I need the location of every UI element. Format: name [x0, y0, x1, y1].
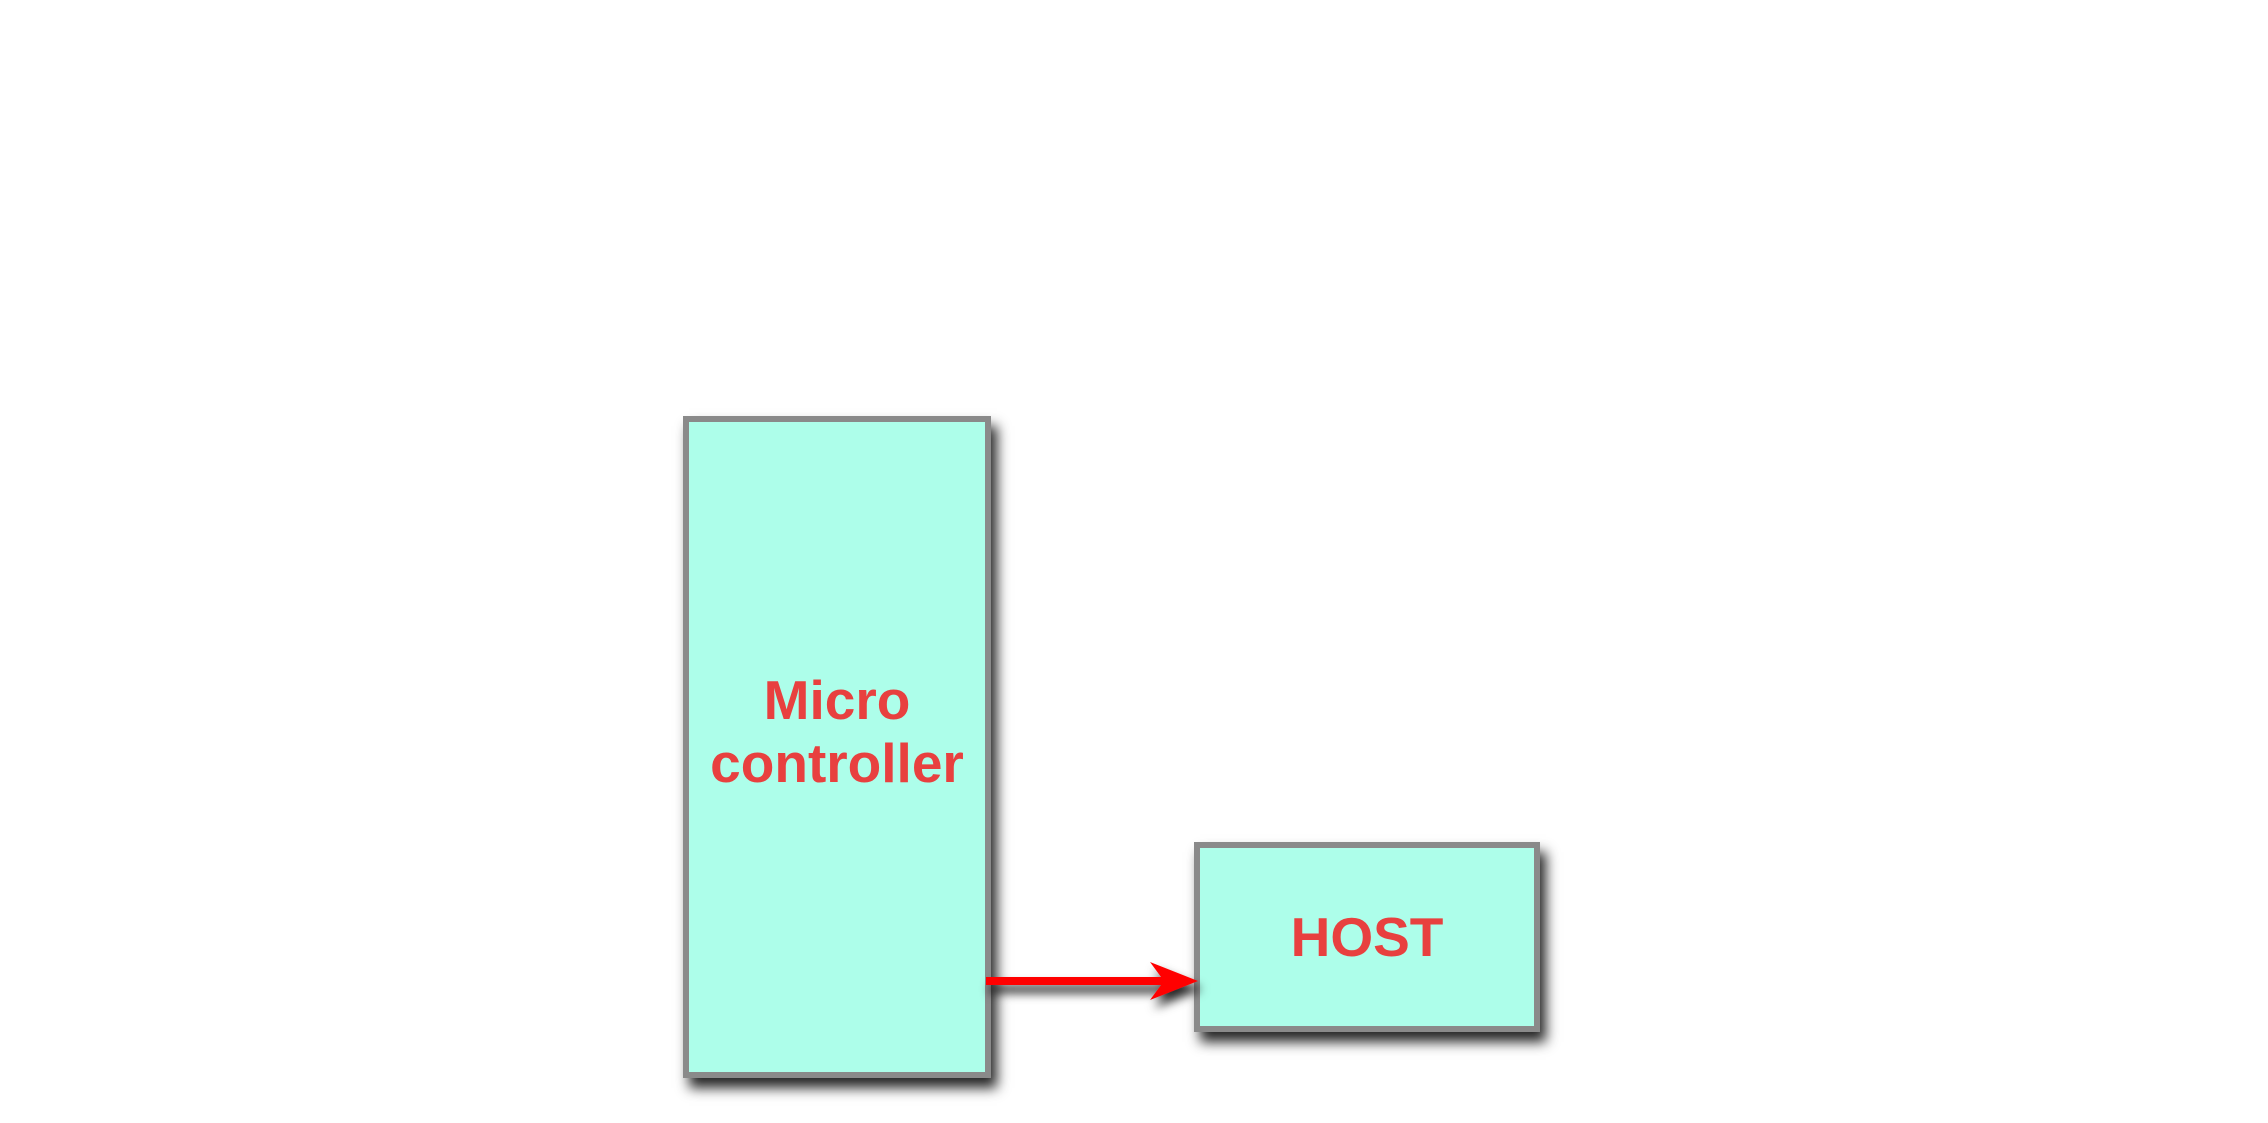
- host-label: HOST: [1290, 905, 1444, 968]
- arrow-head: [1150, 962, 1198, 1000]
- microcontroller-label: Micro controller: [710, 669, 964, 794]
- host-block: HOST: [1194, 842, 1540, 1032]
- microcontroller-block: Micro controller: [683, 416, 991, 1078]
